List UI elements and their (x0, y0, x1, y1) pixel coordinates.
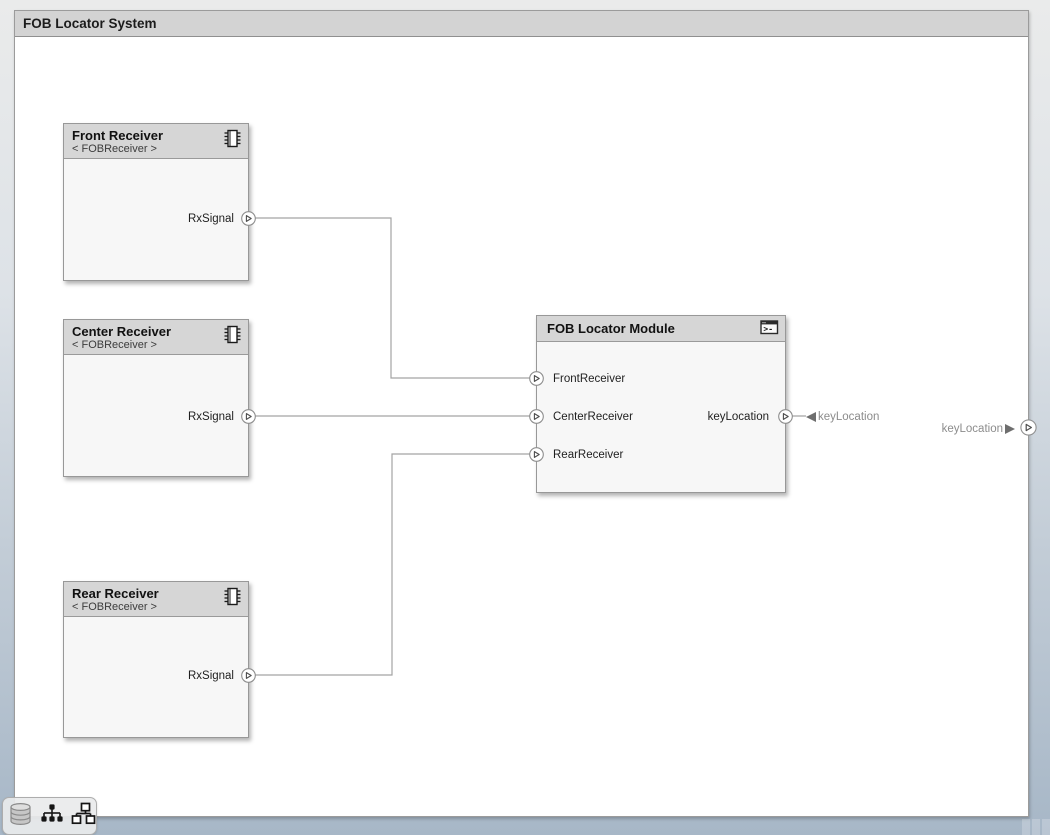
component-title: Rear Receiver (72, 586, 159, 601)
output-port-rxsignal[interactable] (241, 409, 256, 424)
component-stereotype: < FOBReceiver > (72, 601, 157, 613)
architecture-output-port-keylocation[interactable] (1020, 419, 1037, 436)
hardware-chip-icon (222, 128, 243, 154)
component-title: Front Receiver (72, 128, 164, 143)
component-center-receiver[interactable]: Center Receiver < FOBReceiver > RxSignal (63, 319, 256, 477)
port-label-rxsignal: RxSignal (187, 411, 234, 423)
output-port-rxsignal[interactable] (241, 211, 256, 226)
component-rear-receiver[interactable]: Rear Receiver < FOBReceiver > RxSignal (63, 581, 256, 738)
port-label-frontreceiver: FrontReceiver (553, 373, 626, 385)
port-label-rxsignal: RxSignal (187, 213, 234, 225)
component-stereotype: < FOBReceiver > (72, 143, 157, 155)
connector-tag-keylocation[interactable]: keyLocation (806, 411, 879, 423)
connector-layer (249, 217, 806, 676)
canvas-badge-panel (2, 797, 97, 835)
org-chart-icon[interactable] (70, 801, 97, 832)
hardware-chip-icon (222, 586, 243, 612)
output-port-keylocation[interactable] (778, 409, 793, 424)
connector-front-rxsignal[interactable] (249, 217, 536, 379)
port-label-keylocation: keyLocation (707, 411, 769, 423)
grip-bar (1022, 819, 1030, 835)
port-label-centerreceiver: CenterReceiver (553, 411, 633, 423)
database-icon[interactable] (7, 801, 34, 832)
connector-rear-rxsignal[interactable] (249, 453, 536, 676)
grip-bar (1032, 819, 1040, 835)
hardware-chip-icon (222, 324, 243, 350)
boundary-tag-keylocation[interactable]: keyLocation (942, 423, 1015, 435)
component-header: FOB Locator Module >- (537, 316, 785, 342)
component-stereotype: < FOBReceiver > (72, 339, 157, 351)
connector-tag-label: keyLocation (818, 411, 880, 423)
subsystem-title-bar: FOB Locator System (15, 11, 1028, 37)
boundary-tag-label: keyLocation (941, 423, 1003, 435)
input-port-centerreceiver[interactable] (529, 409, 544, 424)
component-title: FOB Locator Module (547, 321, 675, 336)
tag-arrow-left-icon (806, 412, 816, 422)
output-port-rxsignal[interactable] (241, 668, 256, 683)
component-header: Center Receiver < FOBReceiver > (64, 320, 248, 355)
input-port-frontreceiver[interactable] (529, 371, 544, 386)
port-label-rearreceiver: RearReceiver (553, 449, 624, 461)
tag-arrow-right-icon (1005, 424, 1015, 434)
port-label-rxsignal: RxSignal (187, 670, 234, 682)
component-front-receiver[interactable]: Front Receiver < FOBReceiver > RxSignal (63, 123, 256, 281)
horizontal-scrollbar-grip[interactable] (1022, 819, 1050, 835)
component-header: Rear Receiver < FOBReceiver > (64, 582, 248, 617)
component-header: Front Receiver < FOBReceiver > (64, 124, 248, 159)
component-fob-locator-module[interactable]: FOB Locator Module >- FrontReceiver Cent… (529, 315, 793, 493)
svg-text:>-: >- (763, 325, 773, 334)
terminal-window-icon: >- (760, 319, 779, 341)
node-tree-icon[interactable] (39, 802, 65, 831)
input-port-rearreceiver[interactable] (529, 447, 544, 462)
grip-bar (1042, 819, 1050, 835)
component-title: Center Receiver (72, 324, 171, 339)
page-title: FOB Locator System (23, 16, 157, 31)
diagram-canvas[interactable]: FOB Locator System Front Receiver < FOBR… (14, 10, 1037, 817)
